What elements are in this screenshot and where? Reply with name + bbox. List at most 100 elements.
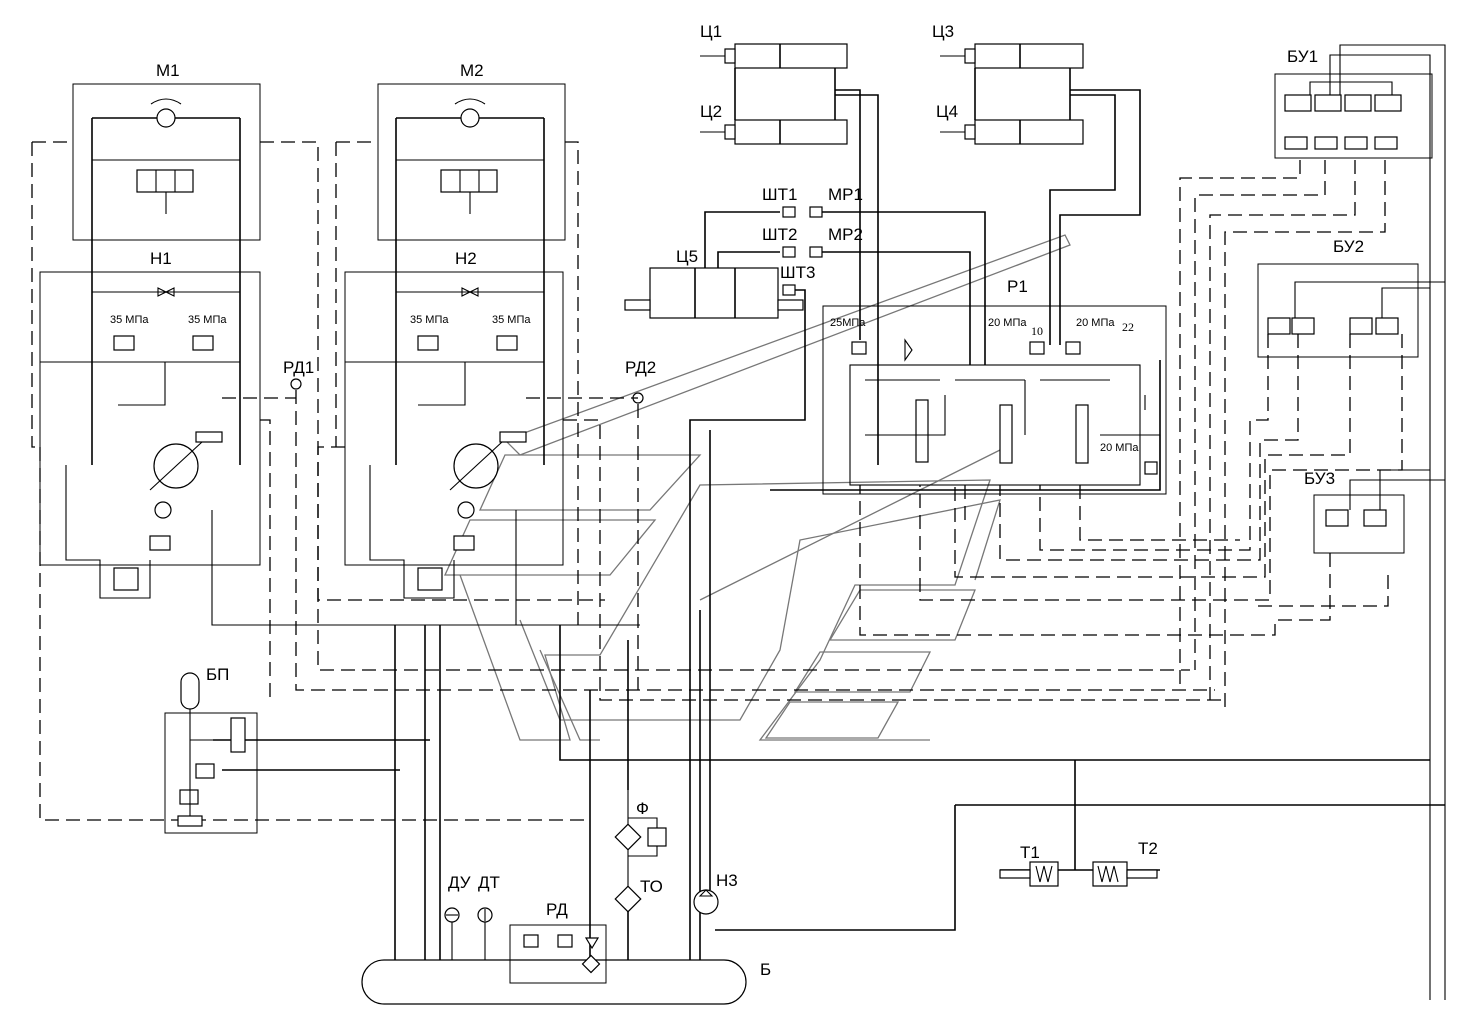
bu2-box	[1257, 263, 1419, 358]
valve-icon	[440, 169, 498, 193]
label-n3: Н3	[716, 871, 738, 890]
valve-icon	[1284, 94, 1312, 112]
filter-icon	[417, 567, 443, 591]
relief-valve-icon	[453, 535, 475, 551]
relief-valve-icon	[523, 934, 539, 948]
brake-cylinders	[999, 861, 1158, 887]
valve-icon	[1267, 317, 1291, 335]
label-sht3: ШТ3	[780, 263, 815, 282]
distributor-p1	[822, 305, 1167, 495]
pressure-label: 35 МПа	[492, 314, 531, 326]
relief-valve-icon	[1065, 341, 1081, 355]
check-valve-icon	[1314, 136, 1338, 150]
label-m1: М1	[156, 61, 180, 80]
check-valve-icon	[1344, 136, 1368, 150]
cylinder-c3	[974, 43, 1084, 69]
breather-icon	[584, 937, 600, 950]
spool-valve-icon	[915, 399, 929, 463]
filter-f-icon	[614, 823, 642, 851]
label-mr2: МР2	[828, 225, 863, 244]
relief-valve-icon	[851, 341, 867, 355]
pump-unit-2	[317, 83, 1228, 701]
control-lines-right	[859, 160, 1403, 710]
label-rd: РД	[546, 900, 568, 919]
label-bp: БП	[206, 665, 229, 684]
label-sht2: ШТ2	[762, 225, 797, 244]
label-t2: Т2	[1138, 839, 1158, 858]
label-f: Ф	[636, 799, 649, 818]
control-block-bu2	[1257, 263, 1445, 358]
check-valve-icon	[1374, 136, 1398, 150]
label-bu2: БУ2	[1333, 237, 1364, 256]
filter-icon	[177, 815, 203, 827]
hydraulic-motor-icon	[156, 108, 176, 128]
label-sht1: ШТ1	[762, 185, 797, 204]
label-bu3: БУ3	[1304, 469, 1335, 488]
accumulator-icon	[180, 672, 200, 710]
servo-icon	[195, 431, 223, 443]
quick-coupling-sht3	[782, 284, 796, 296]
cylinder-c4	[974, 119, 1084, 145]
spool-valve-icon	[999, 404, 1013, 464]
brake-cylinder-t1	[1029, 861, 1059, 887]
relief-valve-icon	[557, 934, 573, 948]
pump-unit-1	[31, 83, 1215, 821]
hydraulic-motor-icon	[460, 108, 480, 128]
filter-cooler-group	[614, 790, 719, 915]
quick-coupling-sht2	[782, 246, 796, 258]
valve-icon	[1325, 509, 1349, 527]
check-valve-icon	[1284, 136, 1308, 150]
relief-valve-icon	[496, 335, 518, 351]
valve-icon	[1344, 94, 1372, 112]
relief-valve-icon	[192, 335, 214, 351]
label-n1: Н1	[150, 249, 172, 268]
bp-box	[164, 712, 258, 834]
control-block-bu1	[1274, 44, 1446, 1000]
brake-cylinder-t2	[1092, 861, 1128, 887]
pressure-label: 35 МПа	[410, 314, 449, 326]
pressure-sensor-rd1	[290, 378, 302, 390]
pressure-label: 35 МПа	[110, 314, 149, 326]
label-to: ТО	[640, 877, 663, 896]
pump-n3-icon	[693, 889, 719, 915]
charge-pump-icon	[457, 501, 475, 519]
pressure-label: 20 МПа	[1100, 442, 1139, 454]
control-block-bu3	[1313, 469, 1445, 554]
label-b: Б	[760, 960, 771, 979]
valve-icon	[1374, 94, 1402, 112]
motor-box-m1	[72, 83, 261, 241]
valve-icon	[1314, 94, 1342, 112]
solenoid-valve-icon	[230, 717, 246, 753]
relief-valve-icon	[149, 535, 171, 551]
label-c4: Ц4	[936, 102, 958, 121]
heat-exchanger-to-icon	[614, 885, 642, 913]
mark-label: 22	[1122, 320, 1134, 334]
cylinder-c2	[734, 119, 848, 145]
label-t1: Т1	[1020, 843, 1040, 862]
label-c3: Ц3	[932, 22, 954, 41]
bypass-valve-icon	[647, 827, 667, 847]
spool-valve-icon	[1075, 404, 1089, 464]
label-rd1: РД1	[283, 358, 314, 377]
label-du: ДУ	[448, 873, 471, 892]
label-rd2: РД2	[625, 358, 656, 377]
filter-icon	[113, 567, 139, 591]
label-c1: Ц1	[700, 22, 722, 41]
label-c2: Ц2	[700, 102, 722, 121]
quick-coupling-sht1	[782, 206, 796, 218]
valve-icon	[1375, 317, 1399, 335]
distributor-box-p1	[822, 305, 1167, 495]
labels: М1 М2 Н1 Н2 35 МПа 35 МПа 35 МПа 35 МПа …	[110, 22, 1364, 979]
cylinder-c5	[649, 267, 779, 319]
charge-pump-icon	[154, 501, 172, 519]
valve-icon	[1363, 509, 1387, 527]
tank-b	[361, 907, 747, 1005]
quick-coupling-mr1	[809, 206, 823, 218]
relief-valve-icon	[1144, 461, 1158, 475]
relief-valve-icon	[417, 335, 439, 351]
label-m2: М2	[460, 61, 484, 80]
relief-valve-icon	[113, 335, 135, 351]
pump-box-h1	[39, 271, 261, 566]
pressure-label: 20 МПа	[1076, 317, 1115, 329]
